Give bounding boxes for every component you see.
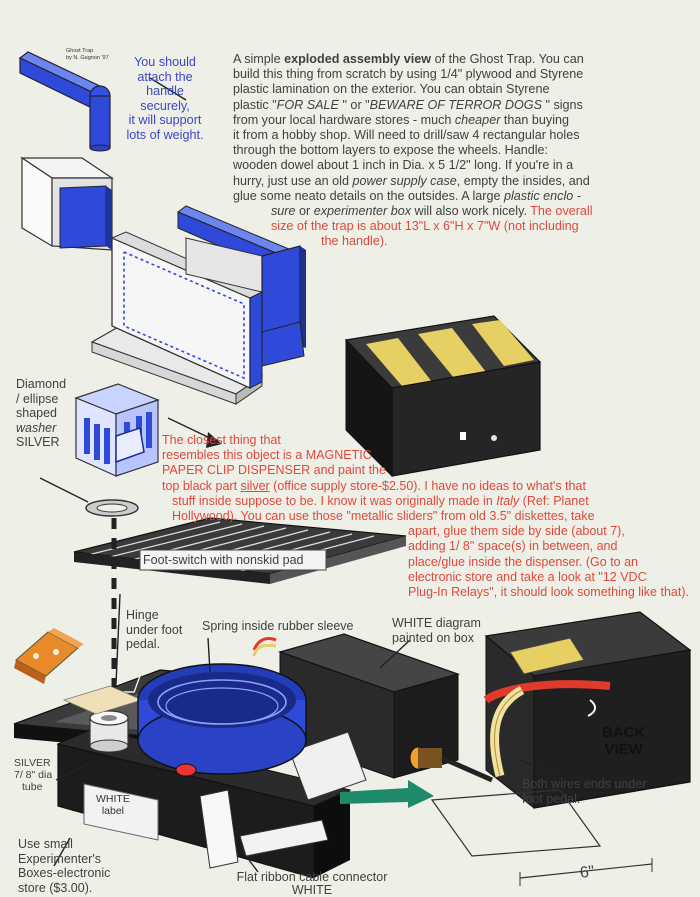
trap-doors: [90, 231, 306, 405]
credit-line-2: by N. Gagnon '97: [66, 54, 109, 61]
arrowhead: [206, 432, 222, 448]
ribbon-label: Flat ribbon cable connector WHITE: [236, 870, 388, 897]
leader-lines: [39, 77, 561, 873]
handle-note-line: You should: [134, 55, 196, 69]
dimension-label: 6": [578, 863, 596, 882]
dimension-bracket: [430, 789, 653, 886]
white-label-text: WHITE label: [96, 793, 130, 817]
paper-clip-dispenser: [74, 383, 160, 477]
spring-label: Spring inside rubber sleeve: [202, 619, 354, 633]
red-cap: [175, 763, 197, 777]
silver-tube: [89, 710, 129, 753]
boxes-label: Use small Experimenter's Boxes-electroni…: [18, 837, 111, 895]
handle-note-line: attach the: [137, 69, 193, 84]
washer-label: Diamond / ellipse shaped washer SILVER: [16, 377, 67, 450]
white-diagram-label: WHITE diagram painted on box: [392, 616, 481, 645]
assembly-arrow: [340, 780, 434, 808]
handle-note: You should attach the handle securely, i…: [119, 55, 211, 143]
foot-switch-pad: [73, 517, 407, 584]
intro-paragraph: A simple exploded assembly view of the G…: [233, 52, 593, 249]
foot-switch-label: Foot-switch with nonskid pad: [143, 553, 304, 567]
back-view-label: BACK VIEW: [602, 724, 646, 758]
handle: [18, 51, 111, 152]
handle-note-line: it will support: [128, 113, 202, 128]
hinge-label: Hinge under foot pedal.: [126, 608, 183, 652]
washer: [85, 499, 139, 517]
silver-tube-label: SILVER 7/ 8" dia tube: [14, 757, 53, 793]
spring-ring: [137, 663, 307, 775]
yellow-wire-short: [252, 643, 277, 657]
handle-note-line: securely,: [140, 98, 190, 113]
handle-mount-block: [20, 156, 114, 251]
hinge: [14, 628, 84, 684]
red-wire-short: [252, 636, 277, 651]
credit-text: Ghost Trap by N. Gagnon '97: [66, 48, 109, 61]
credit-line-1: Ghost Trap: [66, 48, 94, 54]
back-view-panel: [483, 611, 692, 810]
handle-note-line: lots of weight.: [126, 127, 204, 142]
wire-plug: [409, 746, 494, 783]
wires-label: Both wires ends under foot pedal.: [522, 777, 647, 806]
handle-note-line: handle: [146, 84, 184, 99]
trap-cartridge: [344, 315, 542, 478]
relay-note: The closest thing that resembles this ob…: [162, 433, 689, 600]
